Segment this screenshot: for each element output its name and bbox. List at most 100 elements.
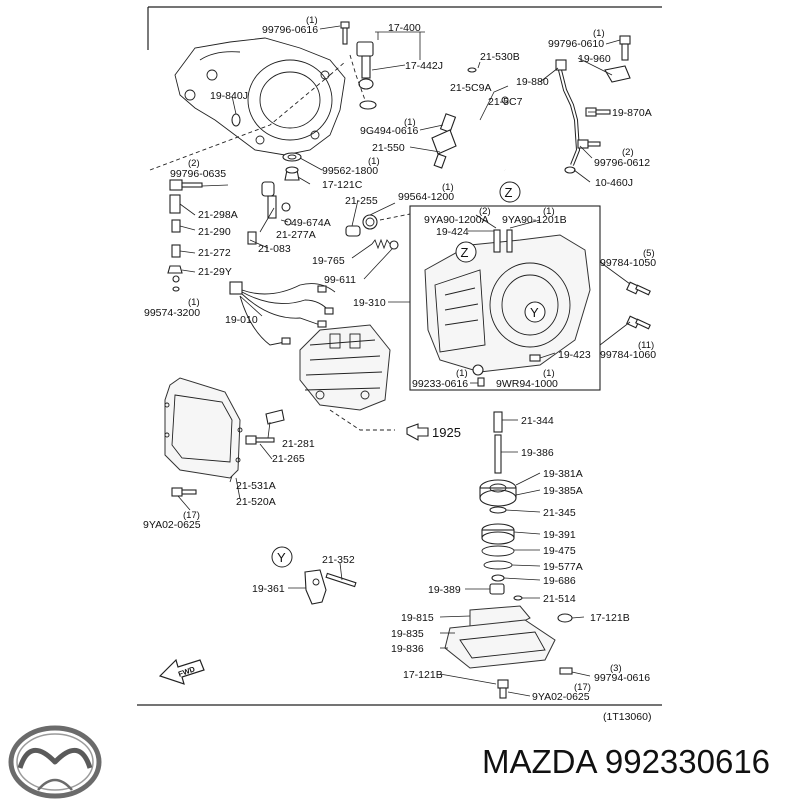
tube-21-530B bbox=[467, 67, 509, 171]
label-part: 19-391 bbox=[543, 529, 576, 541]
label-part: 19-475 bbox=[543, 545, 576, 557]
seal-19-840J bbox=[231, 113, 241, 127]
label-part: 99784-1050 bbox=[600, 257, 656, 269]
label-qty: (1) bbox=[543, 368, 555, 379]
left-column-parts bbox=[167, 179, 203, 292]
valve-body bbox=[299, 324, 391, 411]
transaxle-case-box bbox=[409, 205, 601, 391]
sensor-17-400 bbox=[340, 21, 377, 110]
label-part: 9YA90-1201B bbox=[502, 214, 567, 226]
label-qty: (1) bbox=[368, 156, 380, 167]
label-part: 99796-0616 bbox=[262, 24, 318, 36]
label-part: 21-5C9A bbox=[450, 82, 491, 94]
leader-lines bbox=[177, 25, 631, 697]
label-part: 9WR94-1000 bbox=[496, 378, 558, 390]
label-part: 21-255 bbox=[345, 195, 378, 207]
fwd-arrow-icon: FWD bbox=[158, 658, 205, 685]
label-part: 19-836 bbox=[391, 643, 424, 655]
label-part: 19-010 bbox=[225, 314, 258, 326]
label-part: 17-121B bbox=[403, 669, 443, 681]
label-part: 17-400 bbox=[388, 22, 421, 34]
callout-z-top-label: Z bbox=[505, 185, 513, 200]
oil-pan-21-520A bbox=[164, 377, 243, 497]
label-part: 19-765 bbox=[312, 255, 345, 267]
solenoid-parts bbox=[247, 181, 292, 245]
label-part: 99562-1800 bbox=[322, 165, 378, 177]
label-part: 19-381A bbox=[543, 468, 583, 480]
label-part: 49-674A bbox=[291, 217, 331, 229]
label-part: 19-835 bbox=[391, 628, 424, 640]
callout-z-top bbox=[499, 181, 521, 203]
label-qty: (1) bbox=[442, 182, 454, 193]
callout-z-case-label: Z bbox=[461, 245, 469, 260]
label-part: 21-083 bbox=[258, 243, 291, 255]
shift-lever-19-361 bbox=[304, 569, 357, 605]
lever-21-281 bbox=[245, 409, 285, 445]
brand-caption: MAZDA 992330616 bbox=[482, 743, 770, 781]
label-part: 21-514 bbox=[543, 593, 576, 605]
label-part: 99796-0610 bbox=[548, 38, 604, 50]
label-qty: (1) bbox=[404, 117, 416, 128]
label-part: 21-298A bbox=[198, 209, 238, 221]
label-qty: (2) bbox=[622, 147, 634, 158]
label-qty: (17) bbox=[183, 510, 200, 521]
part-labels: (1) 99796-0616 17-400 17-442J 19-840J (1… bbox=[143, 15, 656, 703]
clutch-housing bbox=[174, 37, 346, 156]
mazda-logo-icon bbox=[8, 725, 102, 799]
label-qty: (1) bbox=[456, 368, 468, 379]
label-part: 99784-1060 bbox=[600, 349, 656, 361]
label-part: 19-960 bbox=[578, 53, 611, 65]
label-part: 17-442J bbox=[405, 60, 443, 72]
label-part: 99564-1200 bbox=[398, 191, 454, 203]
valve-springs bbox=[345, 214, 399, 250]
label-part: 21-290 bbox=[198, 226, 231, 238]
label-part: 9G494-0616 bbox=[360, 125, 419, 137]
label-part: 21-344 bbox=[521, 415, 554, 427]
label-part: 19-880 bbox=[516, 76, 549, 88]
label-part: 21-345 bbox=[543, 507, 576, 519]
label-qty: (5) bbox=[643, 248, 655, 259]
label-part: 99-611 bbox=[324, 274, 356, 286]
washer-17-121C bbox=[282, 152, 302, 181]
callout-y-detail bbox=[271, 546, 293, 568]
label-part: 21-531A bbox=[236, 480, 276, 492]
label-part: 21-277A bbox=[276, 229, 316, 241]
callout-y-case-label: Y bbox=[530, 305, 539, 320]
label-qty: (2) bbox=[479, 206, 491, 217]
label-part: 19-423 bbox=[558, 349, 591, 361]
label-part: 21-530B bbox=[480, 51, 520, 63]
wiring-harness-19-010 bbox=[229, 281, 336, 346]
label-part: 99794-0616 bbox=[594, 672, 650, 684]
label-part: 9YA90-1200A bbox=[424, 214, 489, 226]
label-qty: (1) bbox=[593, 28, 605, 39]
sensor-21-550 bbox=[431, 113, 457, 169]
label-part: 19-310 bbox=[353, 297, 386, 309]
label-part: 99574-3200 bbox=[144, 307, 200, 319]
label-qty: (1) bbox=[188, 297, 200, 308]
transaxle-case-19-310 bbox=[424, 229, 591, 387]
label-part: 99796-0612 bbox=[594, 157, 650, 169]
label-part: 19-361 bbox=[252, 583, 285, 595]
label-qty: (3) bbox=[610, 663, 622, 674]
label-part: 9YA02-0625 bbox=[143, 519, 201, 531]
callout-y-detail-label: Y bbox=[277, 550, 286, 565]
label-qty: (1) bbox=[543, 206, 555, 217]
label-part: 19-815 bbox=[401, 612, 434, 624]
callout-y-case bbox=[524, 301, 546, 323]
label-part: 21-272 bbox=[198, 247, 231, 259]
label-part: 21-281 bbox=[282, 438, 315, 450]
label-part: 19-870A bbox=[612, 107, 652, 119]
oil-strainer-19-815 bbox=[444, 583, 573, 699]
label-part: 19-577A bbox=[543, 561, 583, 573]
figure-code: (1T13060) bbox=[603, 711, 651, 723]
label-part: 17-121B bbox=[590, 612, 630, 624]
label-qty: (11) bbox=[638, 340, 654, 351]
label-part: 99796-0635 bbox=[170, 168, 226, 180]
output-shaft-stack bbox=[479, 411, 523, 601]
ref-1925-marker: 1925 bbox=[406, 423, 461, 441]
label-part: 21-265 bbox=[272, 453, 305, 465]
label-part: 19-686 bbox=[543, 575, 576, 587]
label-part: 99233-0616 bbox=[412, 378, 468, 390]
brand-name: MAZDA bbox=[482, 743, 596, 780]
